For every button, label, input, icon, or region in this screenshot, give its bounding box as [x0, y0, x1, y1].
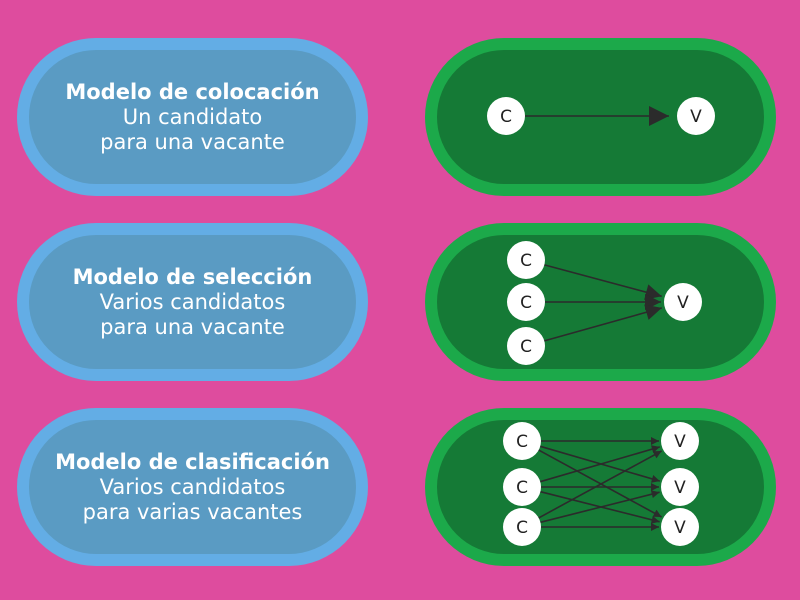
- candidate-node-circle: [503, 422, 541, 460]
- candidate-node-label: C: [520, 337, 532, 357]
- vacancy-node-circle: [661, 468, 699, 506]
- vacancy-node-label: V: [674, 478, 686, 498]
- candidate-node-label: C: [516, 432, 528, 452]
- candidate-node-seleccion-3: C: [507, 327, 545, 365]
- candidate-node-clasificacion-3: C: [503, 508, 541, 546]
- candidate-node-circle: [503, 468, 541, 506]
- candidate-node-circle: [503, 508, 541, 546]
- vacancy-node-clasificacion-3: V: [661, 508, 699, 546]
- vacancy-node-circle: [664, 283, 702, 321]
- vacancy-node-seleccion-1: V: [664, 283, 702, 321]
- label-pill-clasificacion: Modelo de clasificación Varios candidato…: [17, 408, 368, 566]
- vacancy-node-circle: [661, 508, 699, 546]
- edge-seleccion-c1-v1: [544, 264, 662, 300]
- candidate-node-label: C: [500, 107, 512, 127]
- candidate-node-colocacion-1: C: [487, 97, 525, 135]
- vacancy-node-circle: [677, 97, 715, 135]
- candidate-node-label: C: [520, 251, 532, 271]
- model-desc-line2-colocacion: para una vacante: [100, 129, 285, 154]
- edge-seleccion-c3-v1: [544, 304, 663, 342]
- model-title-clasificacion: Modelo de clasificación: [55, 449, 330, 474]
- model-desc-line2-clasificacion: para varias vacantes: [82, 499, 303, 524]
- candidate-node-label: C: [516, 478, 528, 498]
- model-desc-line1-seleccion: Varios candidatos: [99, 289, 286, 314]
- vacancy-node-label: V: [677, 293, 689, 313]
- diagram-pill-clasificacion: [425, 408, 776, 566]
- candidate-node-circle: [507, 327, 545, 365]
- candidate-node-label: C: [516, 518, 528, 538]
- label-pill-clasificacion-inner: Modelo de clasificación Varios candidato…: [29, 420, 356, 554]
- candidate-node-clasificacion-1: C: [503, 422, 541, 460]
- vacancy-node-colocacion-1: V: [677, 97, 715, 135]
- model-title-colocacion: Modelo de colocación: [65, 79, 320, 104]
- candidate-node-label: C: [520, 293, 532, 313]
- vacancy-node-label: V: [674, 432, 686, 452]
- label-pill-seleccion-inner: Modelo de selección Varios candidatos pa…: [29, 235, 356, 369]
- vacancy-node-clasificacion-1: V: [661, 422, 699, 460]
- vacancy-node-label: V: [690, 107, 702, 127]
- candidate-node-circle: [507, 283, 545, 321]
- vacancy-node-label: V: [674, 518, 686, 538]
- candidate-node-circle: [507, 241, 545, 279]
- edge-clasificacion-c2-v1: [539, 445, 661, 483]
- vacancy-node-clasificacion-2: V: [661, 468, 699, 506]
- candidate-node-circle: [487, 97, 525, 135]
- candidate-node-clasificacion-2: C: [503, 468, 541, 506]
- candidate-node-seleccion-2: C: [507, 283, 545, 321]
- model-title-seleccion: Modelo de selección: [72, 264, 313, 289]
- model-desc-line1-clasificacion: Varios candidatos: [99, 474, 286, 499]
- label-pill-colocacion: Modelo de colocación Un candidato para u…: [17, 38, 368, 196]
- label-pill-colocacion-inner: Modelo de colocación Un candidato para u…: [29, 50, 356, 184]
- edge-clasificacion-c3-v1: [538, 450, 662, 519]
- model-desc-line2-seleccion: para una vacante: [100, 314, 285, 339]
- vacancy-node-circle: [661, 422, 699, 460]
- label-pill-seleccion: Modelo de selección Varios candidatos pa…: [17, 223, 368, 381]
- candidate-node-seleccion-1: C: [507, 241, 545, 279]
- edge-clasificacion-c3-v2: [540, 490, 660, 524]
- model-desc-line1-colocacion: Un candidato: [122, 104, 263, 129]
